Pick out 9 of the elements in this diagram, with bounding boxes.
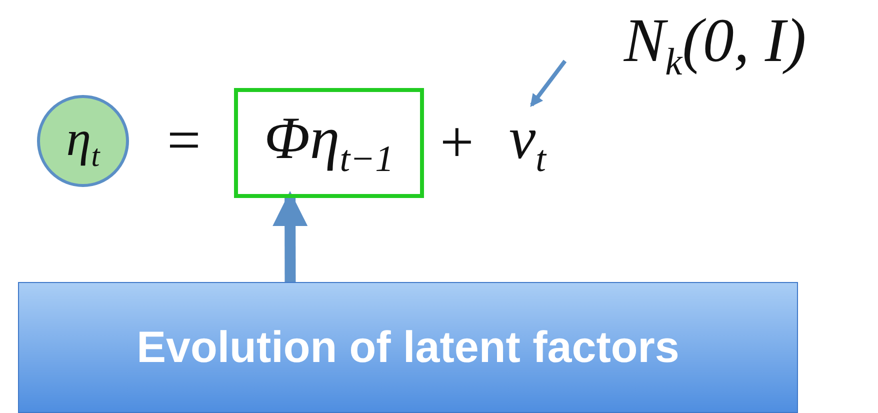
noise-term: ν$_{t}$ <box>485 105 570 180</box>
operator-symbol: + <box>440 112 474 172</box>
operator-symbol: = <box>167 110 201 170</box>
distribution-label: N$_{k}$(0, I) <box>565 5 865 85</box>
arrow <box>530 60 567 108</box>
banner-box: Evolution of latent factors <box>18 282 798 413</box>
arrow <box>272 190 308 282</box>
highlight-box: Φη$_{t−1}$ <box>234 88 424 198</box>
variable-circle: η$_{t}$ <box>37 95 129 187</box>
